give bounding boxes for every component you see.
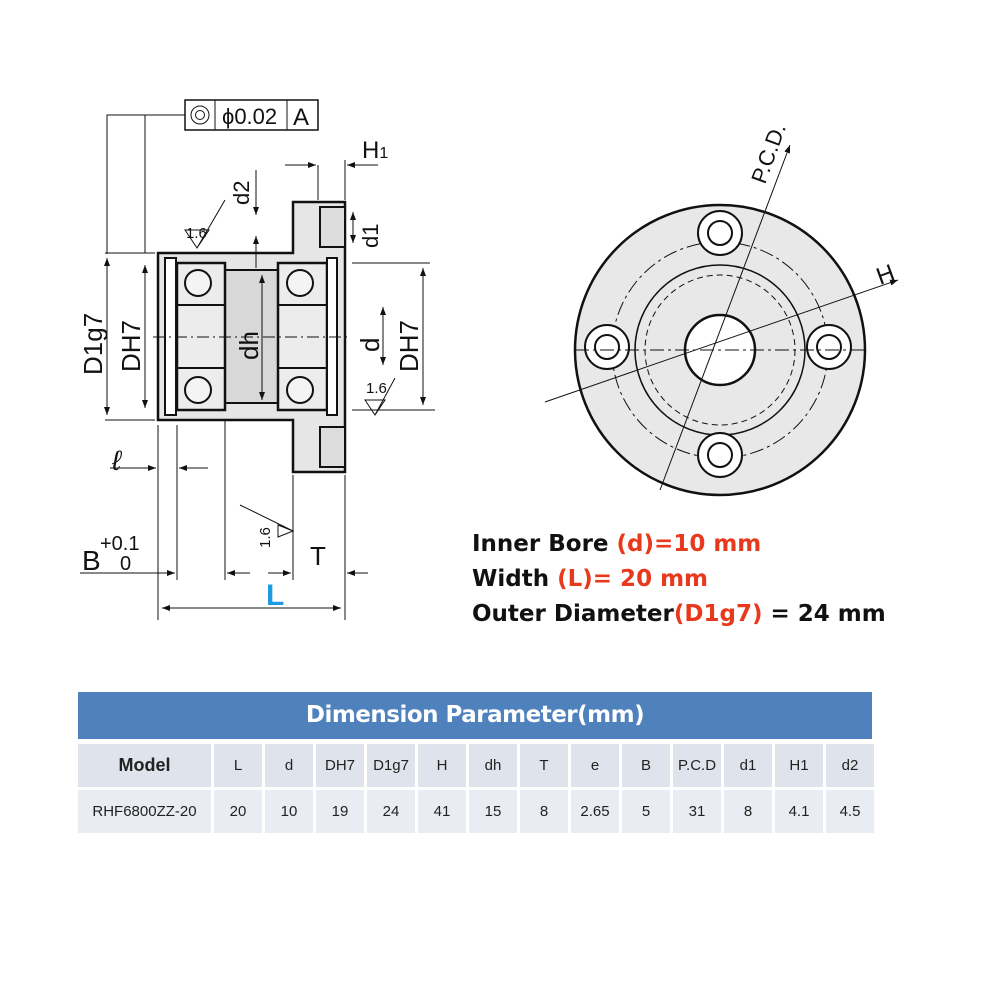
- table-cell: 2.65: [571, 790, 619, 833]
- table-cell: 15: [469, 790, 517, 833]
- column-header: DH7: [316, 744, 364, 787]
- dim-d: d: [355, 338, 385, 352]
- column-header: dh: [469, 744, 517, 787]
- spec-outer-diameter: Outer Diameter(D1g7) = 24 mm: [472, 597, 886, 632]
- ball: [286, 269, 314, 297]
- table-cell: 10: [265, 790, 313, 833]
- dim-PCD: P.C.D.: [746, 120, 791, 187]
- table-cell: 19: [316, 790, 364, 833]
- column-header: D1g7: [367, 744, 415, 787]
- dim-L: L: [266, 579, 284, 612]
- dim-d2: d2: [229, 181, 254, 205]
- spec-value: =10 mm: [654, 531, 762, 557]
- table-cell: 24: [367, 790, 415, 833]
- column-header: e: [571, 744, 619, 787]
- column-header: T: [520, 744, 568, 787]
- dim-B-tol-upper: +0.1: [100, 533, 139, 555]
- table-cell: 8: [520, 790, 568, 833]
- roughness-label: 1.6: [257, 527, 274, 548]
- table-cell: 8: [724, 790, 772, 833]
- spec-label: Outer Diameter: [472, 601, 674, 627]
- dim-l: ℓ: [111, 445, 123, 476]
- dim-B-tol-lower: 0: [120, 553, 131, 575]
- column-header: d1: [724, 744, 772, 787]
- table-cell: 41: [418, 790, 466, 833]
- side-view: ϕ0.02 A H1 d2 d1 1.6 1.6 1.6 D1g7 DH7 dh: [78, 99, 435, 620]
- front-view: P.C.D. H: [544, 120, 899, 497]
- column-header: d2: [826, 744, 874, 787]
- dim-D1g7: D1g7: [78, 313, 108, 375]
- table-cell: RHF6800ZZ-20: [78, 790, 211, 833]
- dim-T: T: [310, 541, 326, 571]
- technical-drawing: ϕ0.02 A H1 d2 d1 1.6 1.6 1.6 D1g7 DH7 dh: [78, 99, 899, 620]
- spec-key: (d): [616, 531, 655, 557]
- spec-key: (D1g7): [673, 601, 763, 627]
- roughness-label: 1.6: [186, 225, 207, 242]
- dim-d1: d1: [358, 224, 383, 248]
- table-cell: 31: [673, 790, 721, 833]
- column-header: P.C.D: [673, 744, 721, 787]
- dim-B: B: [82, 545, 101, 576]
- column-header: H: [418, 744, 466, 787]
- spec-key: (L): [557, 566, 593, 592]
- column-header: L: [214, 744, 262, 787]
- column-header: d: [265, 744, 313, 787]
- dim-DH7-right: DH7: [394, 320, 424, 372]
- spec-width: Width (L)= 20 mm: [472, 562, 886, 597]
- ball: [184, 269, 212, 297]
- column-header: H1: [775, 744, 823, 787]
- dim-H1: H1: [362, 137, 388, 164]
- table-cell: 5: [622, 790, 670, 833]
- spec-inner-bore: Inner Bore (d)=10 mm: [472, 527, 886, 562]
- ball: [286, 376, 314, 404]
- column-header: Model: [78, 744, 211, 787]
- spec-value: = 24 mm: [762, 601, 886, 627]
- dim-dh: dh: [234, 331, 264, 360]
- dim-H: H: [873, 259, 899, 290]
- roughness-label: 1.6: [366, 380, 387, 397]
- table-cell: 4.5: [826, 790, 874, 833]
- table-cell: 20: [214, 790, 262, 833]
- ball: [184, 376, 212, 404]
- column-header: B: [622, 744, 670, 787]
- bolt-holes: [584, 210, 852, 478]
- datum-label: A: [293, 104, 309, 131]
- concentricity-tolerance: ϕ0.02: [222, 104, 277, 129]
- spec-label: Inner Bore: [472, 531, 617, 557]
- dim-DH7: DH7: [116, 320, 146, 372]
- spec-label: Width: [472, 566, 558, 592]
- table-cell: 4.1: [775, 790, 823, 833]
- key-specs: Inner Bore (d)=10 mm Width (L)= 20 mm Ou…: [472, 527, 886, 632]
- spec-value: = 20 mm: [592, 566, 709, 592]
- table-title: Dimension Parameter(mm): [78, 692, 872, 739]
